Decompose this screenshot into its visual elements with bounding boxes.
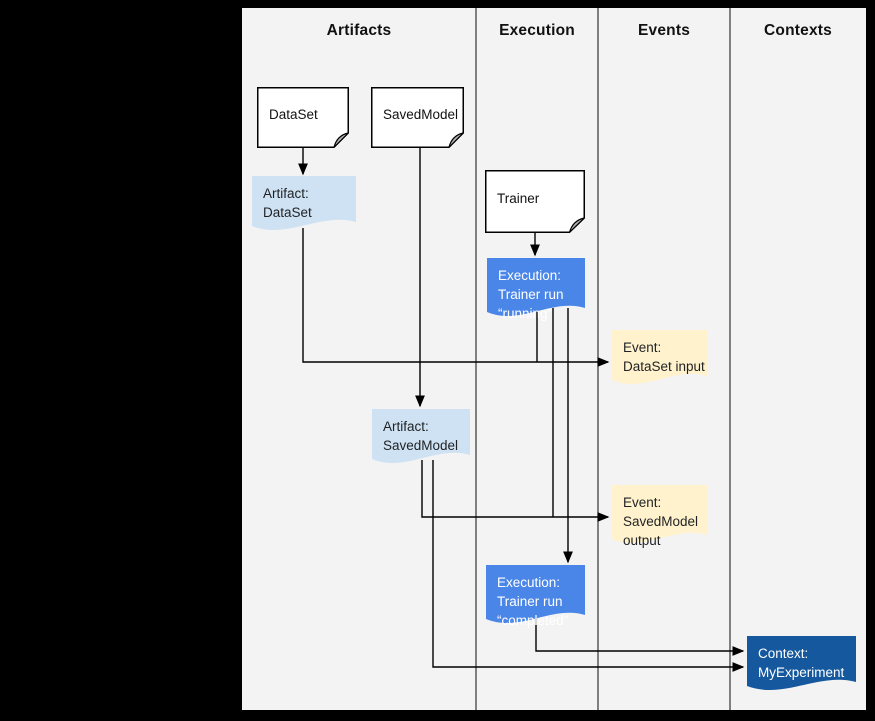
wave-shape — [372, 409, 470, 464]
node-event-dataset-input: Event: DataSet input — [612, 330, 707, 396]
diagram-panel: Artifacts Execution Events Contexts Data… — [242, 8, 866, 710]
wave-shape — [252, 176, 356, 231]
node-context-myexperiment-line1: Context: — [758, 646, 809, 661]
node-context-myexperiment: Context: MyExperiment — [747, 636, 856, 702]
node-trainer: Trainer — [485, 170, 585, 233]
wave-shape — [747, 636, 856, 691]
node-execution-completed: Execution: Trainer run “completed” — [486, 565, 585, 635]
node-artifact-dataset-line2: DataSet — [263, 205, 312, 220]
node-execution-running-line2: Trainer run — [498, 287, 564, 302]
edge-completed-to-context — [535, 618, 745, 656]
node-artifact-dataset: Artifact: DataSet — [252, 176, 356, 242]
node-trainer-label: Trainer — [497, 191, 540, 206]
edge-artifactdataset-to-event-input — [302, 228, 610, 367]
node-artifact-dataset-line1: Artifact: — [263, 186, 309, 201]
node-execution-completed-line2: Trainer run — [497, 594, 563, 609]
node-execution-running-line3: “running” — [498, 306, 553, 321]
node-execution-completed-line1: Execution: — [497, 575, 561, 590]
node-dataset-label: DataSet — [269, 107, 318, 122]
document-shape — [485, 170, 585, 233]
node-execution-completed-line3: “completed” — [497, 613, 569, 628]
edge-artifactsavedmodel-to-event-output — [421, 460, 610, 522]
edges-layer — [298, 8, 745, 710]
document-shape — [257, 87, 349, 148]
wave-shape — [486, 565, 585, 624]
node-artifact-savedmodel-line1: Artifact: — [383, 419, 429, 434]
node-context-myexperiment-line2: MyExperiment — [758, 665, 845, 680]
column-header-artifacts: Artifacts — [326, 22, 392, 39]
node-execution-running: Execution: Trainer run “running” — [487, 258, 585, 328]
node-event-dataset-input-line2: DataSet input — [623, 359, 705, 374]
node-artifact-savedmodel: Artifact: SavedModel — [372, 409, 470, 475]
wave-shape — [612, 485, 707, 544]
document-shape — [371, 87, 464, 148]
node-savedmodel: SavedModel — [371, 87, 464, 148]
node-event-savedmodel-output-line2: SavedModel — [623, 514, 699, 529]
wave-shape — [612, 330, 707, 385]
node-artifact-savedmodel-line2: SavedModel — [383, 438, 459, 453]
column-header-execution: Execution — [499, 22, 575, 39]
node-event-savedmodel-output-line3: output — [623, 533, 661, 548]
node-event-savedmodel-output-line1: Event: — [623, 495, 662, 510]
column-header-contexts: Contexts — [764, 22, 832, 39]
node-event-dataset-input-line1: Event: — [623, 340, 662, 355]
wave-shape — [487, 258, 585, 317]
column-header-events: Events — [637, 22, 691, 39]
node-dataset: DataSet — [257, 87, 349, 148]
node-savedmodel-label: SavedModel — [383, 107, 459, 122]
node-execution-running-line1: Execution: — [498, 268, 562, 283]
edge-artifactsavedmodel-to-context — [432, 460, 745, 672]
node-event-savedmodel-output: Event: SavedModel output — [612, 485, 707, 555]
